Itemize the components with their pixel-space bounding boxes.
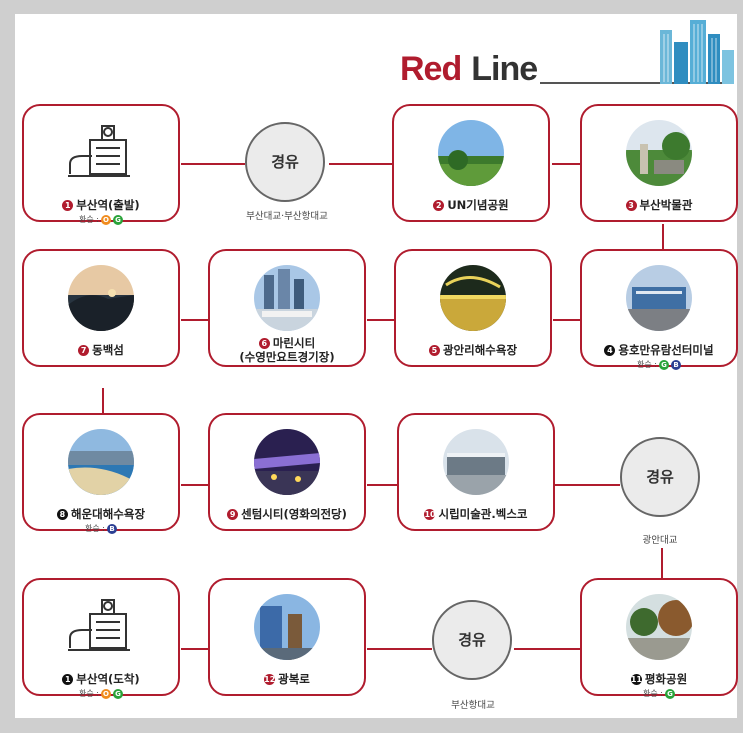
dongbaekseom-photo [68, 265, 134, 331]
transfer-info: 환승 :B [24, 523, 178, 534]
via-circle-3: 경유 [432, 600, 512, 680]
gwangbok-ro-photo [254, 594, 320, 660]
transfer-info: 환승 :G [582, 688, 736, 699]
bexco-photo [443, 429, 509, 495]
peace-park-photo [626, 594, 692, 660]
busan-museum-photo [626, 120, 692, 186]
train-station-icon [68, 599, 130, 651]
skyline-icon [660, 20, 734, 84]
via-caption-3: 부산항대교 [451, 700, 495, 711]
haeundae-beach-photo [68, 429, 134, 495]
train-station-icon [68, 125, 130, 177]
title-underline [540, 82, 730, 84]
via-caption-1: 부산대교·부산항대교 [246, 211, 328, 222]
marine-city-photo [254, 265, 320, 331]
gwangalli-beach-photo [440, 265, 506, 331]
ferry-terminal-photo [626, 265, 692, 331]
via-circle-2: 경유 [620, 437, 700, 517]
via-caption-2: 광안대교 [642, 535, 678, 546]
un-memorial-park-photo [438, 120, 504, 186]
via-circle-1: 경유 [245, 122, 325, 202]
centum-city-photo [254, 429, 320, 495]
